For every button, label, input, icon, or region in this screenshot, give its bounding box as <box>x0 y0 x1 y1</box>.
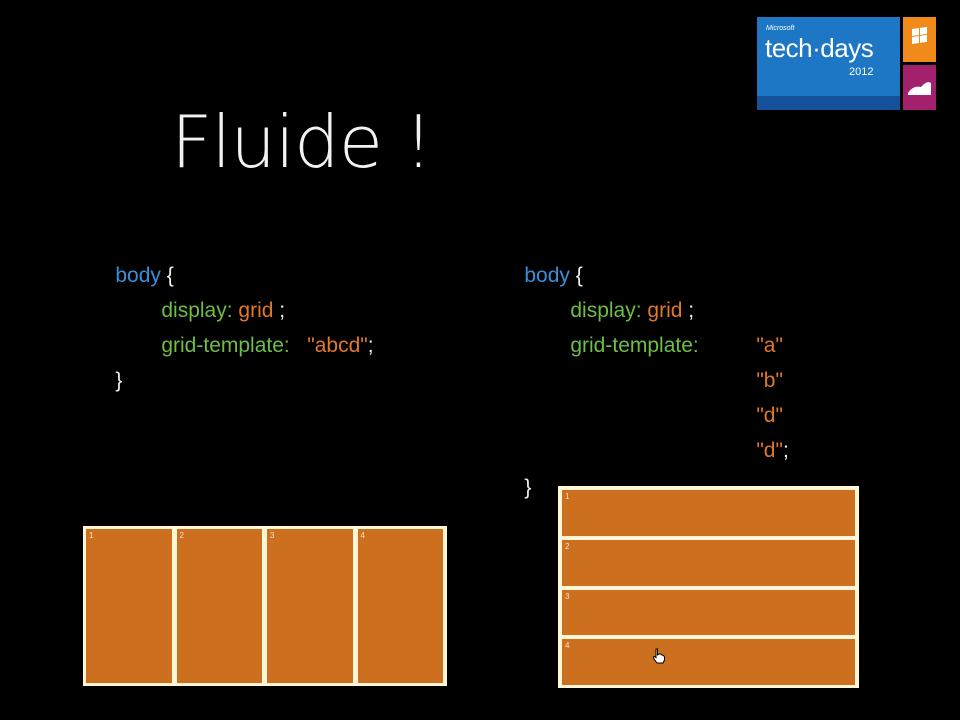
shoe-icon <box>903 65 936 110</box>
left-template-val: "abcd" <box>307 334 368 357</box>
grid-cell: 2 <box>176 529 262 683</box>
grid-cell: 3 <box>562 589 855 636</box>
right-open-brace: { <box>569 264 583 287</box>
slide-title: Fluide ! <box>171 100 433 184</box>
grid-cell: 4 <box>562 639 855 685</box>
right-template-row-1: "a" <box>756 334 783 357</box>
grid-cell: 4 <box>357 529 443 683</box>
left-display-prop: display: <box>161 299 233 322</box>
cell-number: 3 <box>270 531 275 540</box>
cell-number: 2 <box>565 541 570 551</box>
cell-number: 1 <box>565 492 570 501</box>
cell-number: 4 <box>360 531 365 540</box>
right-template-row-2: "b" <box>756 369 783 392</box>
logo-brand: Microsoft <box>766 25 795 32</box>
grid-cell: 1 <box>562 490 855 536</box>
grid-cell: 2 <box>562 539 855 586</box>
grid-cell: 3 <box>267 529 353 683</box>
right-close-brace: } <box>524 476 532 499</box>
left-selector: body <box>115 264 161 287</box>
right-template-row-3: "d" <box>756 404 783 427</box>
cell-number: 1 <box>89 531 94 540</box>
left-code-block: body { display: grid ; grid-template: "a… <box>92 223 452 392</box>
vertical-grid-demo: 1 2 3 4 <box>558 486 859 688</box>
cell-number: 3 <box>565 591 570 601</box>
logo-bottom-bar <box>757 96 900 110</box>
right-display-prop: display: <box>570 299 642 322</box>
right-template-prop: grid-template: <box>570 334 699 357</box>
right-semicolon-1: ; <box>682 299 695 322</box>
cell-number: 4 <box>565 641 570 651</box>
left-semicolon-2: ; <box>367 334 374 357</box>
right-code-block: body { display: grid ; grid-template: "a… <box>501 223 801 499</box>
logo-name: tech·days <box>765 33 874 63</box>
logo-main-tile <box>757 17 900 110</box>
left-display-val: grid <box>238 299 274 322</box>
windows-logo-icon <box>903 17 936 62</box>
right-selector: body <box>524 264 570 287</box>
right-semicolon-2: ; <box>782 439 789 462</box>
tech-days-logo: Microsoft tech·days 2012 <box>757 17 937 110</box>
cell-number: 2 <box>179 531 184 540</box>
left-open-brace: { <box>160 264 174 287</box>
right-display-val: grid <box>647 299 683 322</box>
grid-cell: 1 <box>86 529 172 683</box>
left-semicolon-1: ; <box>273 299 286 322</box>
left-template-prop: grid-template: <box>161 334 290 357</box>
right-template-row-4: "d" <box>756 439 783 462</box>
logo-year: 2012 <box>849 66 874 78</box>
horizontal-grid-demo: 1 2 3 4 <box>83 526 447 686</box>
hand-cursor-icon <box>652 648 666 664</box>
left-close-brace: } <box>115 369 123 392</box>
